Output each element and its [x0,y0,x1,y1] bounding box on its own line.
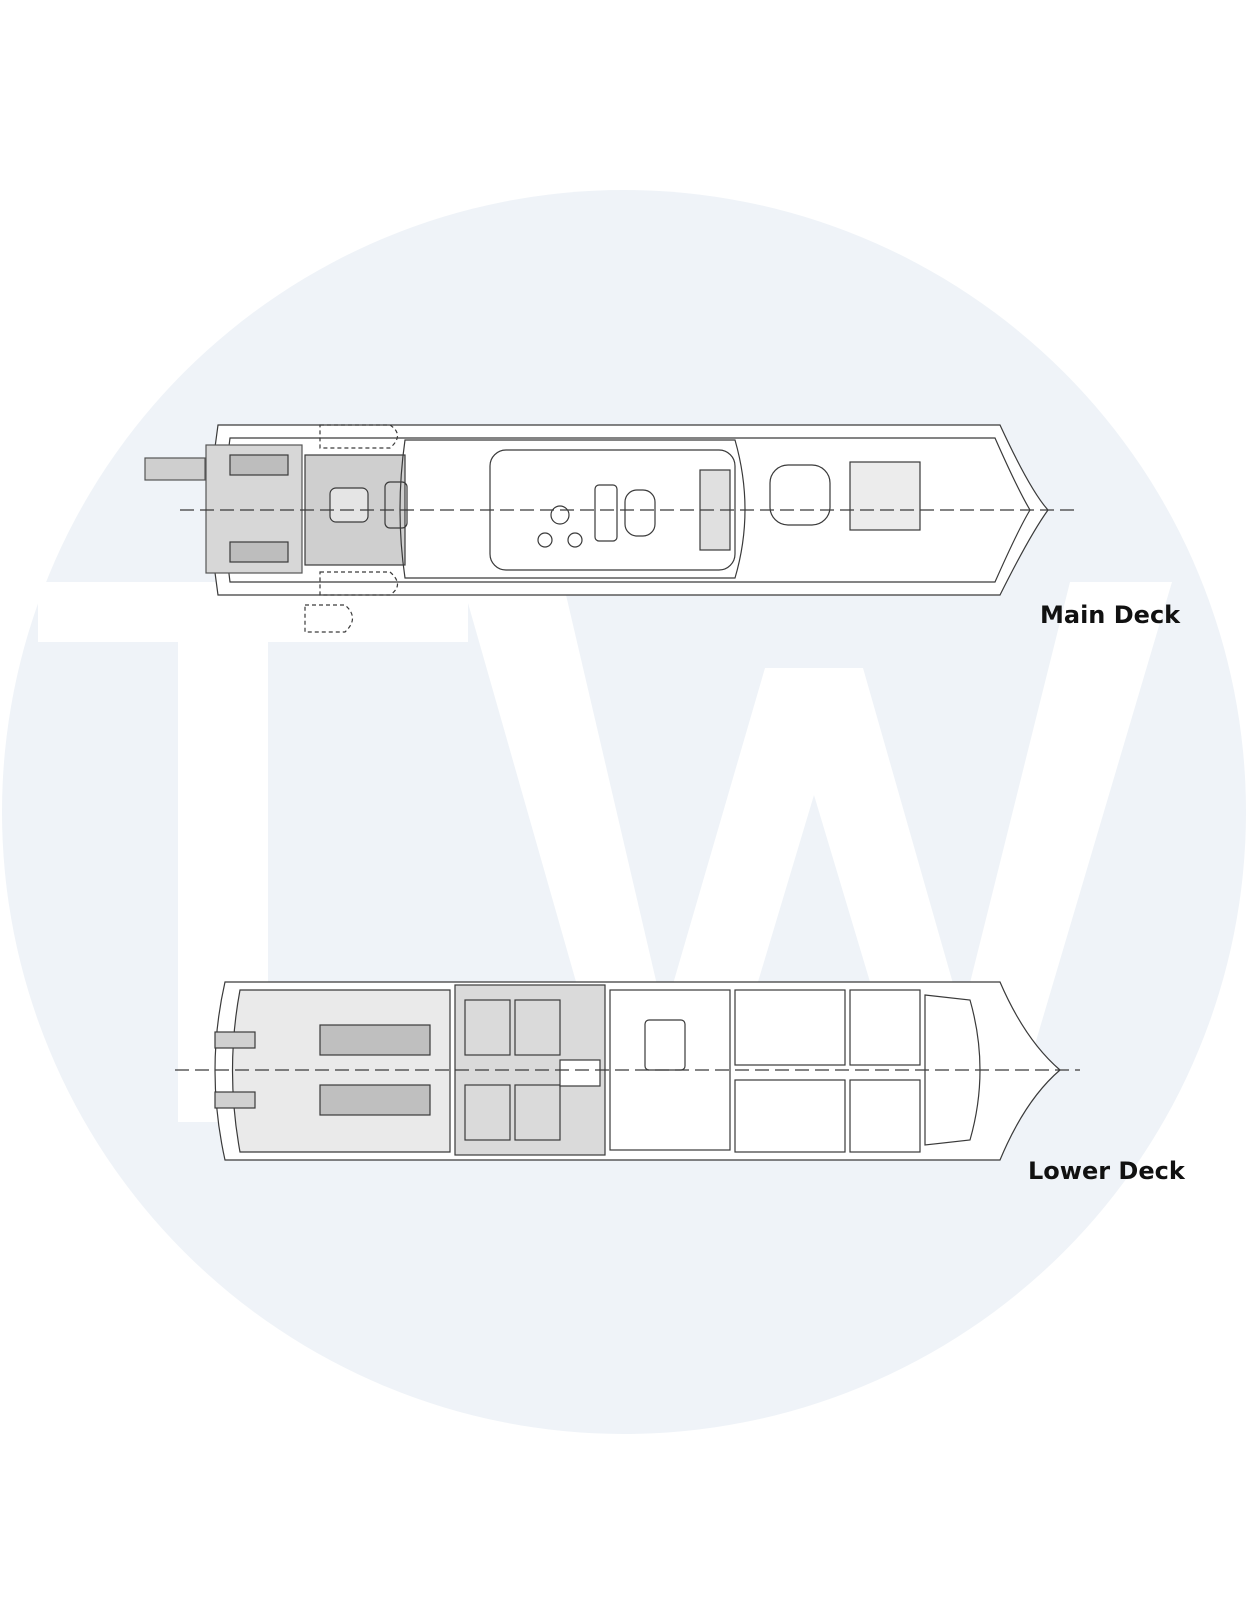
master-cabin [609,989,731,1151]
crew-cabin-4 [514,1084,561,1141]
saloon-chair-3 [567,532,583,548]
swim-platform [144,457,206,481]
aft-table [329,487,369,523]
aft-sunpad-top [229,454,289,476]
shaft-port [214,1031,256,1049]
guest-cabin-starboard [849,1079,921,1153]
forward-cabin [924,994,981,1146]
guest-cabin-port [849,989,921,1066]
dining-table [624,489,656,537]
engine-port [319,1024,431,1056]
tender-bottom [319,571,399,596]
saloon-chair-1 [550,505,570,525]
main-deck-label: Main Deck [1040,601,1181,629]
saloon-sofa [594,484,618,542]
aft-sunpad-bottom [229,541,289,563]
engine-room [231,989,451,1153]
foredeck-sunpad [849,461,921,531]
vip-cabin-starboard [734,1079,846,1153]
lower-deck-label: Lower Deck [1028,1157,1185,1185]
tender-top [319,424,399,449]
companionway [559,1059,601,1087]
lower-deck-plan [175,981,1080,1161]
main-deck-plan [144,424,1080,633]
saloon-chair-2 [537,532,553,548]
shaft-starboard [214,1091,256,1109]
aft-sofa [384,481,408,529]
crew-cabin-3 [464,1084,511,1141]
crew-cabin-1 [464,999,511,1056]
engine-starboard [319,1084,431,1116]
vip-cabin-port [734,989,846,1066]
fore-seating [769,464,831,526]
main-saloon-outline [399,439,746,579]
jetski [304,604,354,633]
crew-cabin-2 [514,999,561,1056]
